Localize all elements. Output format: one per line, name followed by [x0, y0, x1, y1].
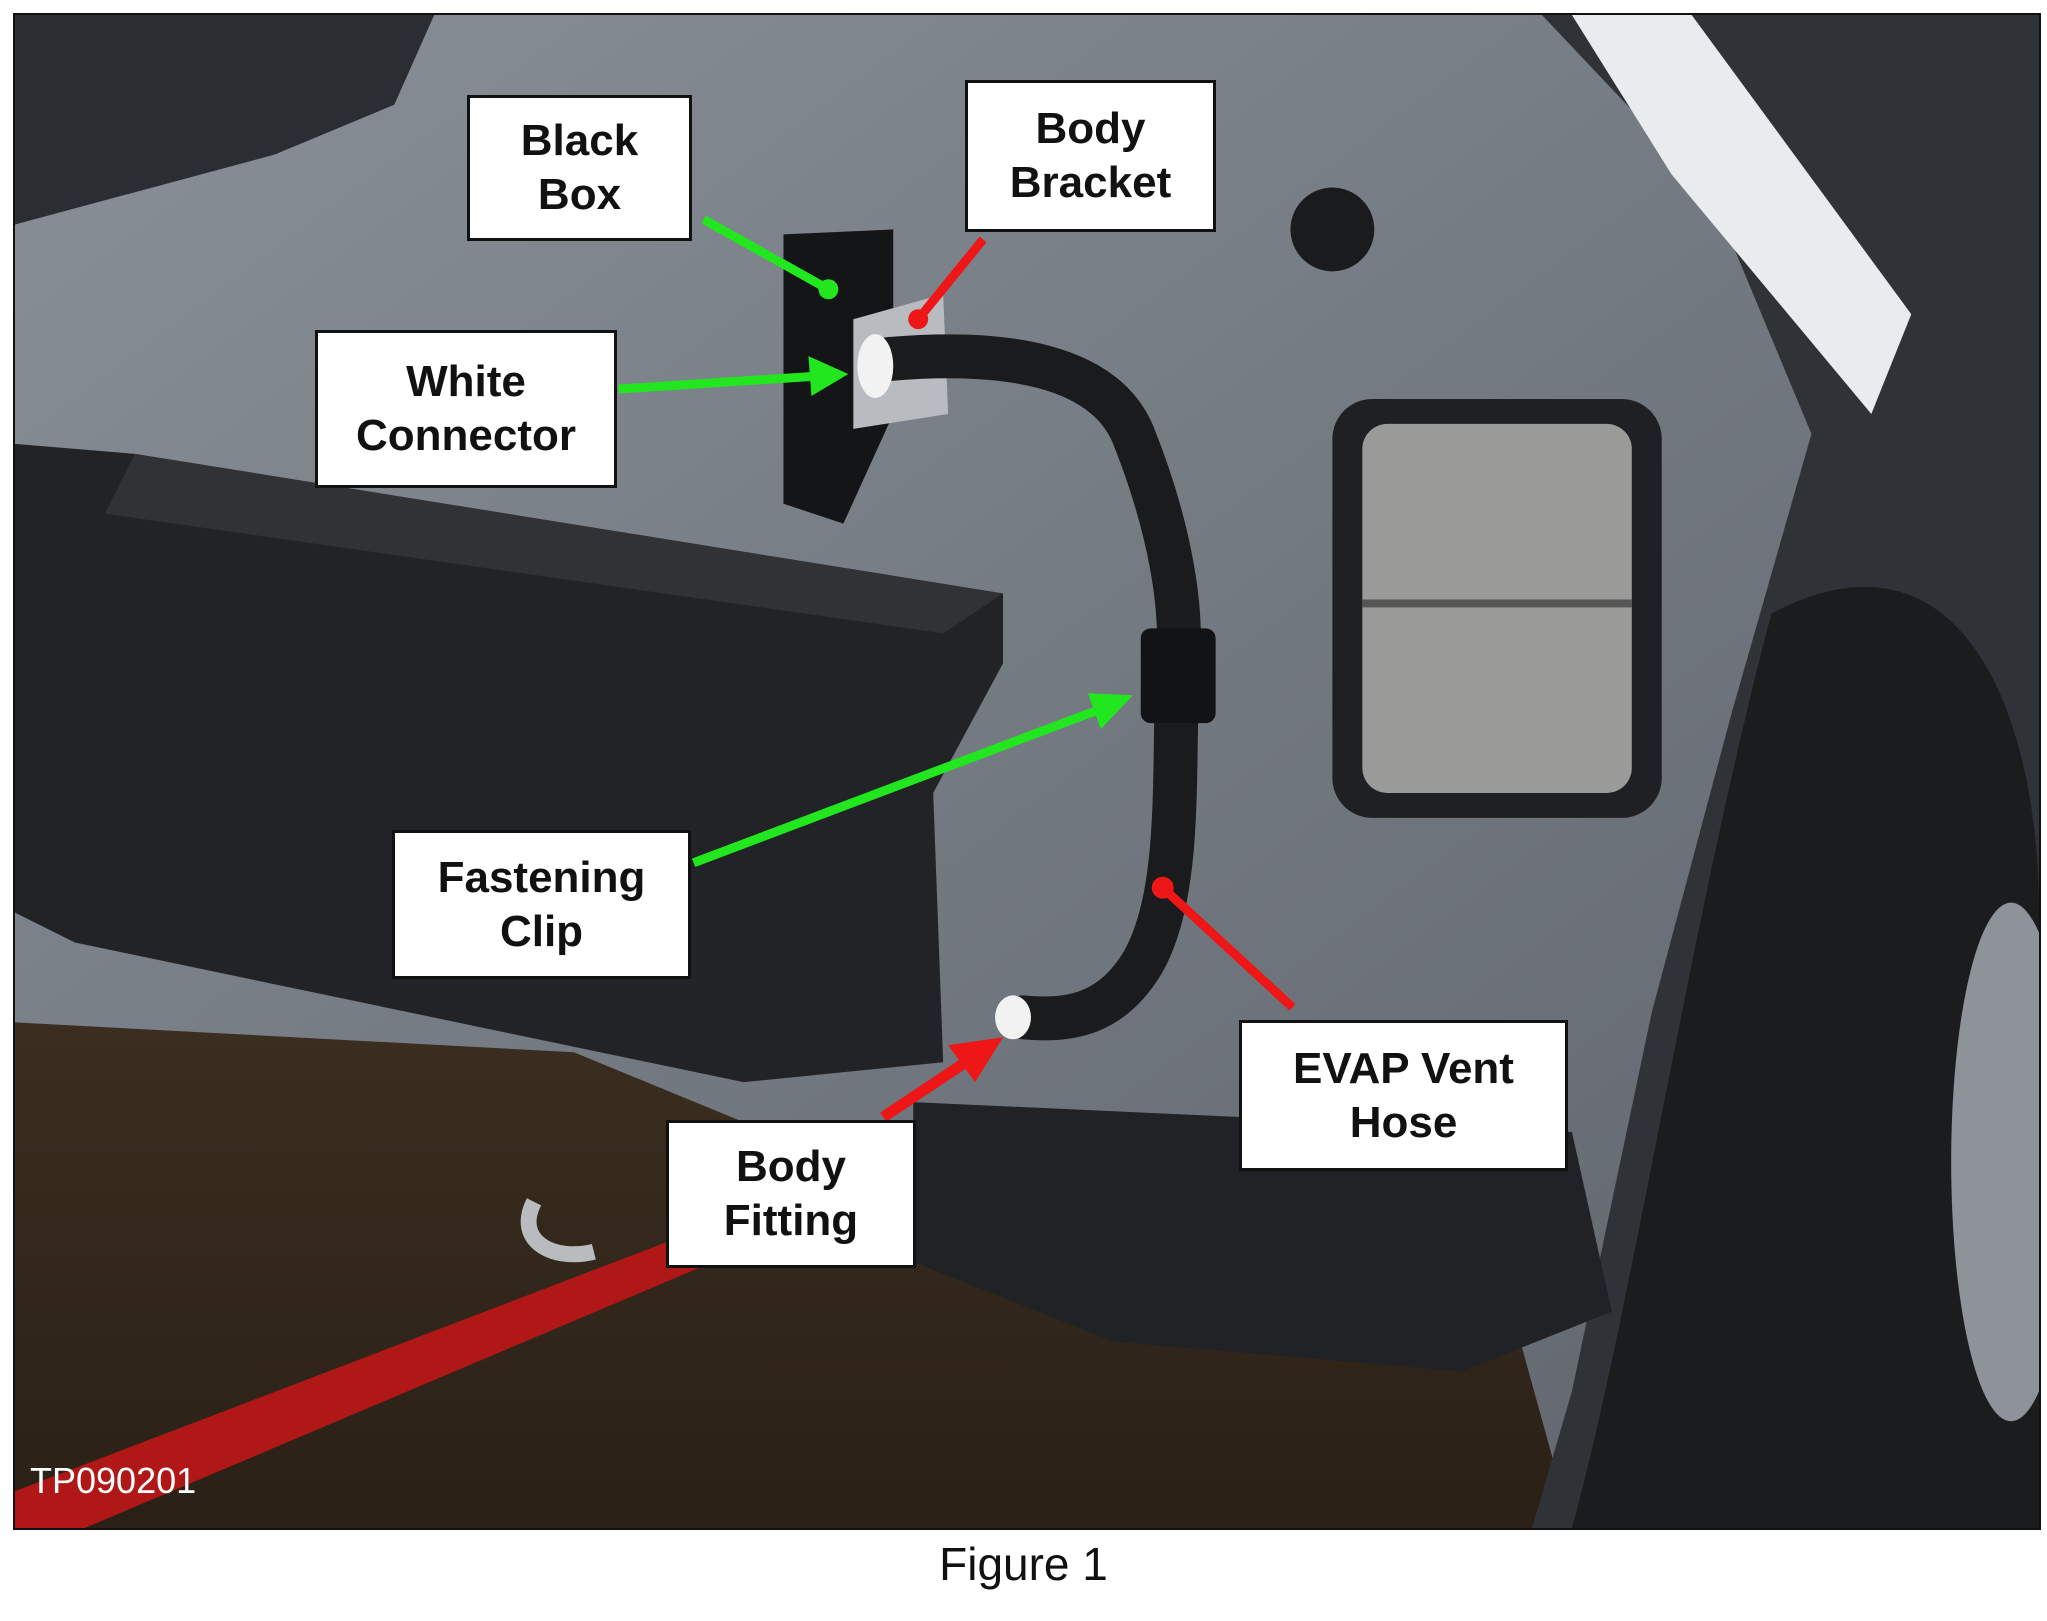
leader-white-connector-arrow [808, 356, 849, 396]
leader-black-box-dot [818, 279, 839, 300]
leader-body-fitting [880, 1052, 977, 1122]
callout-body-fitting-line2: Fitting [723, 1196, 859, 1245]
body-grommet [1290, 187, 1375, 272]
callout-fastening-clip: Fastening Clip [392, 830, 691, 979]
callout-body-fitting-line1: Body [735, 1142, 846, 1192]
white-trim [1571, 15, 1912, 414]
callout-white-connector-line1: White [406, 357, 526, 407]
leader-body-bracket-dot [908, 309, 929, 330]
callout-evap-vent-hose-line1: EVAP Vent [1293, 1043, 1514, 1093]
callout-evap-vent-hose-line2: Hose [1349, 1097, 1458, 1147]
callout-white-connector-line2: Connector [356, 411, 576, 460]
callout-evap-vent-hose: EVAP Vent Hose [1239, 1020, 1568, 1171]
callout-body-bracket: Body Bracket [965, 80, 1216, 232]
leader-fastening-clip [692, 703, 1105, 867]
callout-black-box-line2: Box [537, 170, 622, 219]
callout-fastening-clip-line2: Clip [499, 906, 584, 956]
vent-tire-view [1362, 423, 1632, 793]
tow-hook [520, 1198, 596, 1263]
leader-fastening-clip-arrow [1087, 693, 1133, 730]
tire [1571, 586, 2039, 1528]
figure-caption: Figure 1 [939, 1538, 1108, 1590]
cargo-edge [15, 15, 435, 225]
foam-top [104, 453, 1004, 634]
floor-stripe [15, 1231, 714, 1528]
leader-white-connector [618, 371, 819, 394]
callout-black-box-line1: Black [520, 116, 639, 166]
callout-fastening-clip-line1: Fastening [437, 852, 646, 902]
fastening-clip-part [1140, 628, 1216, 724]
leader-evap-hose [1159, 884, 1296, 1011]
callout-body-bracket-line2: Bracket [1009, 158, 1172, 207]
photo [13, 13, 2041, 1530]
callout-white-connector: White Connector [315, 330, 617, 488]
garage-floor [15, 1022, 1572, 1528]
leader-black-box [701, 215, 831, 294]
leader-lines [618, 215, 1296, 1122]
wheel-rim [1951, 902, 2039, 1422]
callout-body-bracket-line1: Body [1035, 104, 1146, 154]
photo-id: TP090201 [30, 1460, 197, 1501]
white-connector-part [857, 334, 894, 398]
vehicle-rear-photo [15, 15, 2039, 1528]
leader-body-fitting-arrow [948, 1037, 1004, 1083]
callout-black-box: Black Box [467, 95, 692, 241]
leader-evap-hose-dot [1151, 876, 1174, 899]
leader-body-bracket [914, 236, 987, 323]
callout-body-fitting: Body Fitting [666, 1120, 916, 1268]
body-fitting-part [995, 995, 1031, 1040]
